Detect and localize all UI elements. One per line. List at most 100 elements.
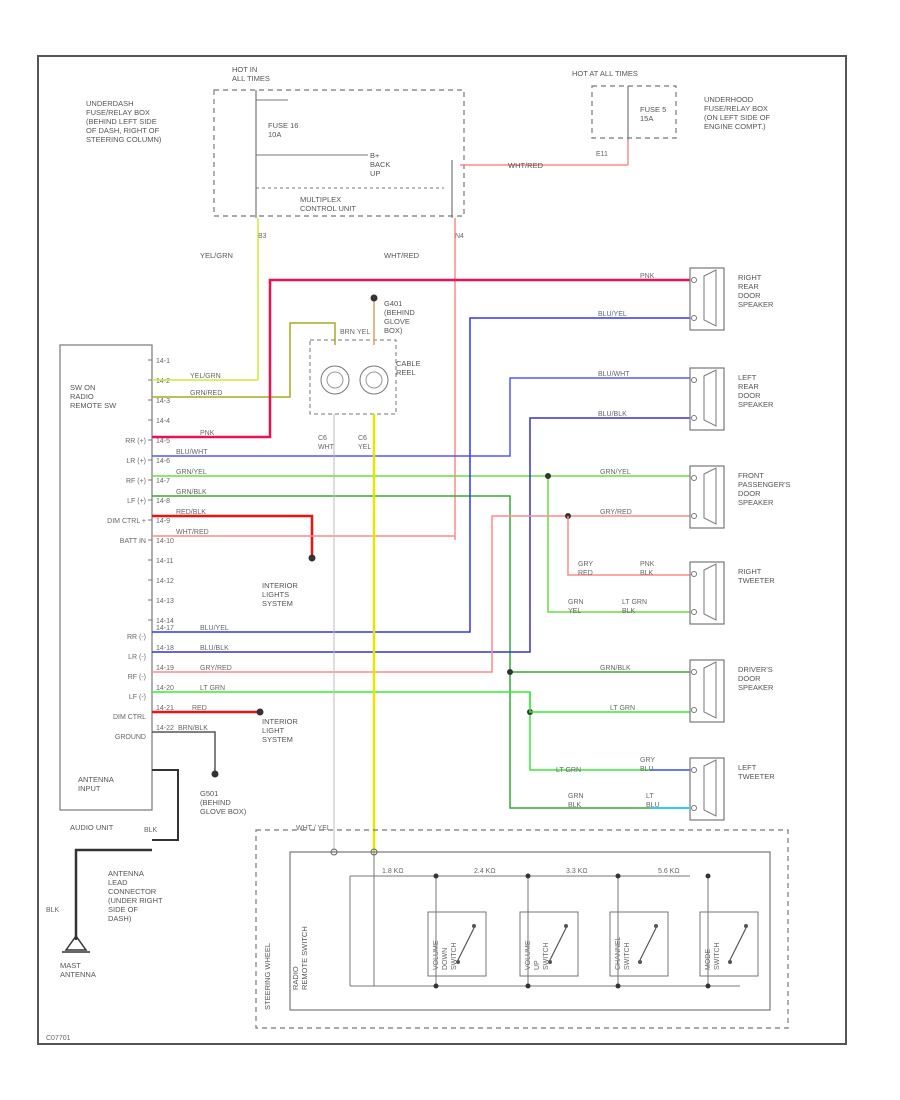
radio-side-label: BATT IN: [120, 538, 146, 545]
resistor-label: 5.6 KΩ: [658, 868, 680, 875]
radio-pin: 14-13: [156, 598, 174, 605]
antenna-blk-label-1: BLK: [144, 827, 158, 834]
wire-label-lr-blu-wht: BLU/WHT: [598, 371, 630, 378]
wire-14-22: [152, 731, 216, 772]
wire-14-9: [152, 514, 314, 556]
wire-label-14-20: LT GRN: [200, 685, 225, 692]
wire-label-lr-blu-blk: BLU/BLK: [598, 411, 627, 418]
wire-label-14-19: GRY/RED: [200, 665, 232, 672]
radio-pin: 14-4: [156, 418, 170, 425]
wire-label-14-10: WHT/RED: [176, 529, 209, 536]
radio-pin: 14-6: [156, 458, 170, 465]
reel-wire-brn: BRN: [340, 329, 355, 336]
radio-side-label: DIM CTRL +: [107, 518, 146, 525]
remote-switches: VOLUMEDOWNSWITCH VOLUMEUPSWITCH CHANNELSWI…: [382, 868, 759, 989]
diagram-frame: [37, 55, 847, 1045]
radio-pin: 14-18: [156, 645, 174, 652]
remote-switch: MODESWITCH: [699, 873, 759, 989]
radio-remote-switch-label: RADIOREMOTE SWITCH: [291, 926, 309, 990]
wire-14-20: [152, 691, 690, 771]
radio-pin: 14-19: [156, 665, 174, 672]
radio-side-labels: RR (+)LR (+)RF (+)LF (+)DIM CTRL +BATT I…: [107, 438, 146, 741]
radio-pin: 14-10: [156, 538, 174, 545]
wire-label-yel-grn: YEL/GRN: [200, 251, 233, 260]
radio-side-label: RR (+): [125, 438, 146, 445]
wire-rf-branch: [547, 476, 690, 613]
radio-pin: 14-9: [156, 518, 170, 525]
wire-label-14-9: RED/BLK: [176, 509, 206, 516]
wire-label-14-7: GRN/YEL: [176, 469, 207, 476]
remote-switch: VOLUMEDOWNSWITCH: [427, 873, 487, 989]
radio-pin: 14-17: [156, 625, 174, 632]
wire-rf-neg-branch: [567, 516, 690, 576]
switch-label: CHANNELSWITCH: [615, 936, 631, 970]
wire-label-14-3: GRN/RED: [190, 390, 222, 397]
mast-antenna-icon: [62, 934, 90, 953]
switch-label: VOLUMEDOWNSWITCH: [433, 940, 458, 970]
wire-lf-neg-branch: [529, 692, 690, 713]
wire-label-rf-grn-yel: GRN/YEL: [600, 469, 631, 476]
radio-side-label: LF (-): [129, 694, 146, 701]
wire-label-wht-red-2: WHT/RED: [384, 251, 420, 260]
wire-label-14-2: YEL/GRN: [190, 373, 221, 380]
wire-wht-yel-label: WHT / YEL: [296, 825, 331, 832]
radio-pin: 14-3: [156, 398, 170, 405]
radio-pin: 14-20: [156, 685, 174, 692]
radio-side-label: LR (-): [128, 654, 146, 661]
wire-label-lf-grn-blk: GRN/BLK: [600, 665, 631, 672]
radio-side-label: RF (+): [126, 478, 146, 485]
wire-14-3: [152, 322, 336, 398]
radio-pin: 14-12: [156, 578, 174, 585]
radio-pin: 14-22: [156, 725, 174, 732]
wire-label-wht-red-1: WHT/RED: [508, 161, 544, 170]
audio-unit-label: AUDIO UNIT: [70, 823, 114, 832]
wire-14-18: [152, 417, 690, 653]
radio-side-label: GROUND: [115, 734, 146, 741]
wire-14-5: [152, 278, 690, 439]
radio-side-label: RR (-): [127, 634, 146, 641]
wire-label-rr-pnk: PNK: [640, 273, 655, 280]
wire-label-14-21: RED: [192, 705, 207, 712]
wire-14-17: [152, 317, 690, 633]
wire-label-14-22: BRN/BLK: [178, 725, 208, 732]
radio-side-label: LR (+): [126, 458, 146, 465]
radio-pin: 14-7: [156, 478, 170, 485]
radio-pins-top: 14-114-214-314-414-514-614-714-814-914-1…: [148, 358, 174, 625]
wire-14-19: [152, 515, 690, 673]
wire-label-rf-gry-red: GRY/RED: [600, 509, 632, 516]
resistor-label: 1.8 KΩ: [382, 868, 404, 875]
steering-wheel-label: STEERING WHEEL: [263, 943, 272, 1010]
left-tweeter-wire-1a: LT GRN: [556, 767, 581, 774]
wire-label-14-8: GRN/BLK: [176, 489, 207, 496]
wire-label-14-18: BLU/BLK: [200, 645, 229, 652]
remote-switch: VOLUMEUPSWITCH: [519, 873, 579, 989]
